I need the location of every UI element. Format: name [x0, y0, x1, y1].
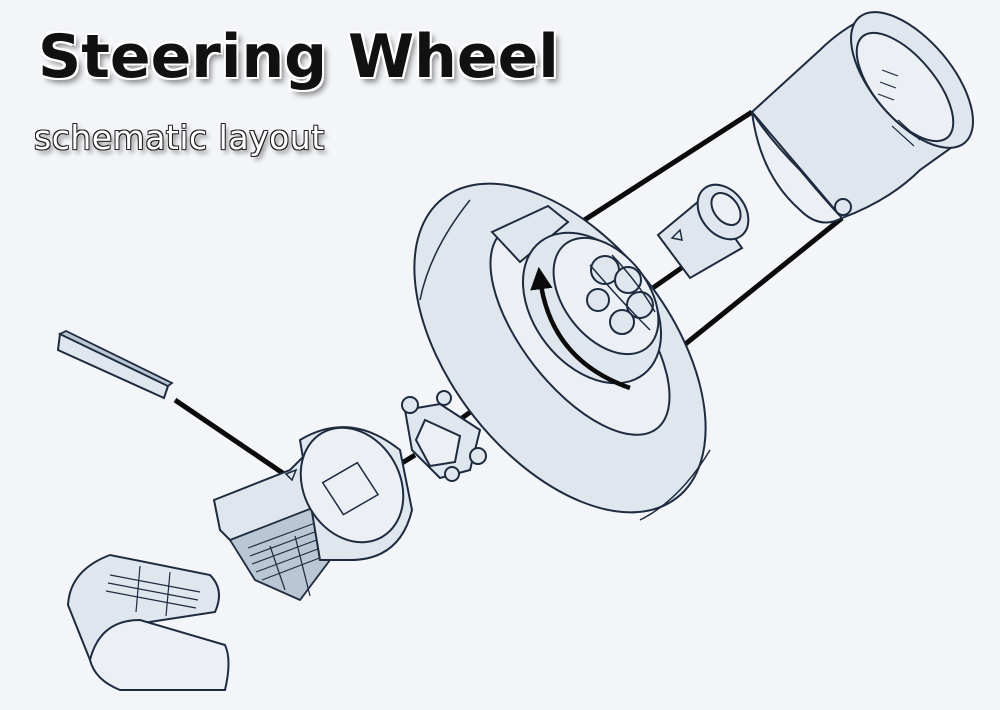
foot-plate	[66, 553, 230, 691]
shaft-connector	[656, 183, 750, 280]
wheel-hub	[490, 204, 663, 391]
gear-assembly	[586, 254, 656, 335]
clamp-collar	[401, 390, 487, 482]
base-adaptor	[212, 426, 414, 602]
hub-housing	[750, 11, 974, 224]
page-subtitle: schematic layout	[34, 118, 325, 157]
page-title: Steering Wheel	[38, 22, 559, 92]
rotation-arrow-icon	[530, 266, 631, 391]
rod	[56, 329, 174, 400]
